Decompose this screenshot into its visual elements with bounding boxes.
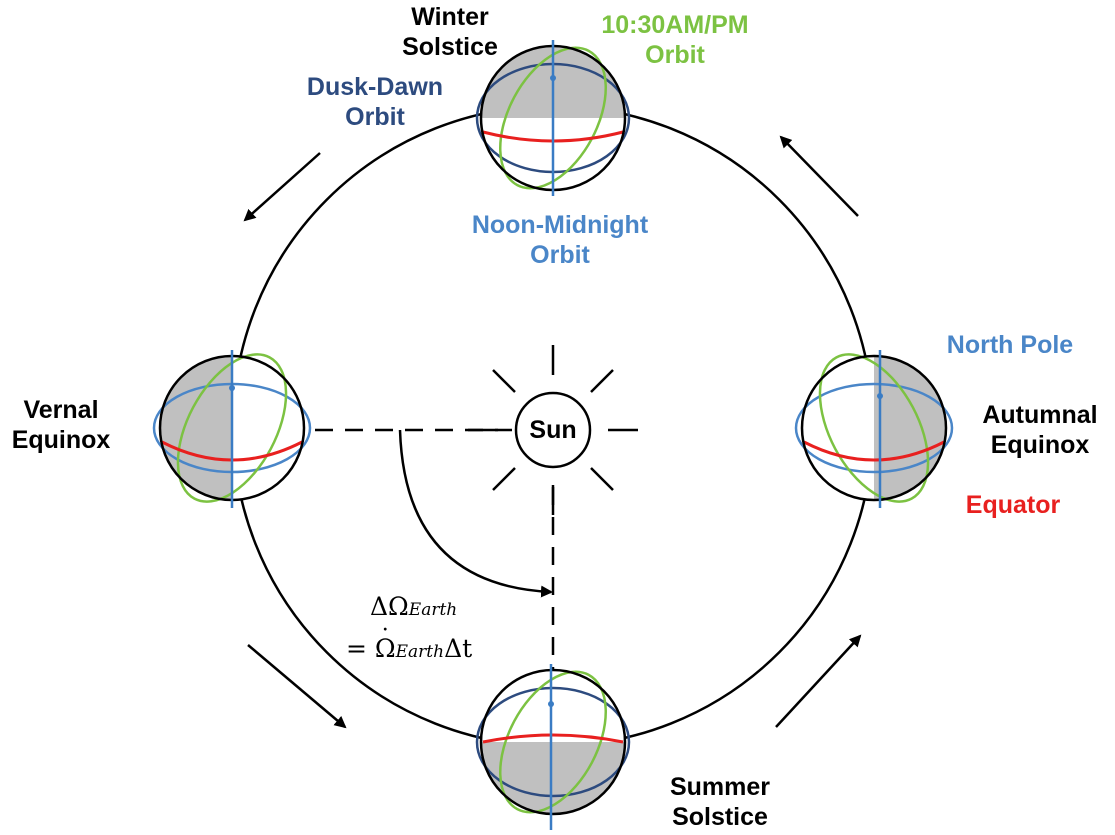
- vernal-line1: Vernal: [23, 396, 99, 424]
- autumnal-line1: Autumnal: [982, 401, 1098, 429]
- dusk-dawn-line2: Orbit: [345, 103, 405, 131]
- sun-label: Sun: [513, 415, 593, 445]
- equator-text: Equator: [965, 491, 1061, 519]
- noon-midnight-line1: Noon-Midnight: [471, 211, 649, 239]
- winter-solstice-line1: Winter: [411, 3, 489, 31]
- summer-line2: Solstice: [672, 803, 768, 831]
- ten-thirty-line1: 10:30AM/PM: [601, 11, 749, 39]
- summer-solstice-label: Summer Solstice: [640, 772, 800, 832]
- orbit-arrow-icon: [243, 152, 321, 222]
- summer-line1: Summer: [669, 773, 771, 801]
- orbit-arrow-icon: [779, 135, 859, 217]
- delta-omega-symbol: ΔΩ: [370, 592, 409, 621]
- earth-subscript: Earth: [408, 600, 458, 620]
- winter-solstice-line2: Solstice: [402, 33, 498, 61]
- noon-midnight-line2: Orbit: [530, 241, 590, 269]
- ten-thirty-orbit-label: 10:30AM/PM Orbit: [590, 10, 760, 70]
- winter-solstice-label: Winter Solstice: [380, 2, 520, 62]
- autumnal-equinox-label: Autumnal Equinox: [965, 400, 1115, 460]
- dusk-dawn-orbit-label: Dusk-Dawn Orbit: [290, 72, 460, 132]
- delta-omega-arc: [398, 429, 553, 598]
- ten-thirty-line2: Orbit: [645, 41, 705, 69]
- noon-midnight-orbit-label: Noon-Midnight Orbit: [445, 210, 675, 270]
- north-pole-text: North Pole: [946, 331, 1074, 359]
- north-pole-label: North Pole: [920, 330, 1100, 360]
- earth-globe-icon: [475, 664, 631, 830]
- earth-globe-icon: [152, 350, 312, 508]
- equator-label: Equator: [948, 490, 1078, 520]
- earth-subscript: Earth: [395, 642, 445, 662]
- autumnal-line2: Equinox: [990, 431, 1090, 459]
- delta-omega-formula-line1: ΔΩEarth: [370, 592, 457, 625]
- dusk-dawn-line1: Dusk-Dawn: [306, 73, 444, 101]
- orbit-arrow-icon: [247, 644, 347, 729]
- omega-dot-symbol: Ω: [375, 634, 396, 664]
- vernal-equinox-label: Vernal Equinox: [0, 395, 122, 455]
- sun-icon: [468, 345, 638, 515]
- earth-globe-icon: [794, 350, 954, 508]
- delta-omega-formula-line2: = ΩEarthΔt: [346, 634, 472, 667]
- sun-text: Sun: [529, 416, 577, 444]
- equals-sign: =: [346, 634, 375, 663]
- vernal-line2: Equinox: [11, 426, 111, 454]
- delta-t-symbol: Δt: [444, 634, 473, 663]
- orbit-arrow-icon: [775, 634, 862, 728]
